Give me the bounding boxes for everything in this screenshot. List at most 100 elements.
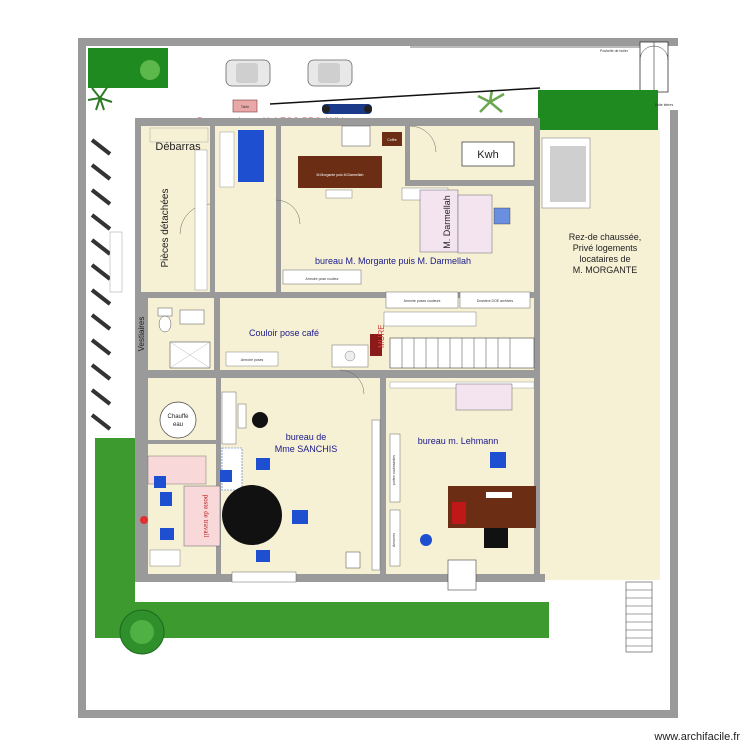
chair-icon [345, 551, 361, 569]
sink [179, 309, 205, 325]
chair-icon [252, 412, 268, 428]
room-rez: Rez-de chaussée, [569, 232, 642, 242]
room-debarras: Débarras [155, 141, 201, 153]
wardrobe [238, 130, 264, 182]
cabinet [385, 291, 459, 309]
stairs-icon [625, 581, 653, 653]
cabinet-label: Armoire poses [241, 358, 264, 362]
room-couloir: Couloir pose café [249, 328, 319, 338]
door-arc [409, 125, 437, 153]
poubelle-label: Poubelle de boiler [600, 49, 629, 53]
door-arc [339, 369, 365, 395]
window [231, 571, 297, 583]
shelf-label: portes coulissantes [392, 455, 396, 485]
lawn [95, 438, 135, 638]
cabinet [221, 391, 237, 445]
mure-box [370, 334, 382, 356]
cabinet-label: Armoire poses couleurs [404, 299, 441, 303]
room-bureau-morgante: bureau M. Morgante puis M. Darmellah [315, 256, 471, 266]
cabinet-label: Dossiers DOE archives [477, 299, 513, 303]
sink-basin [344, 350, 356, 362]
room-sanchis: Mme SANCHIS [275, 444, 338, 454]
coffre-label: Coffre [387, 138, 397, 142]
chair-icon [325, 189, 353, 199]
room-rez: Privé logements [573, 243, 638, 253]
desk [183, 485, 221, 547]
desk-label: M.Morgante puis M.Darmellah [317, 173, 364, 177]
desk [298, 156, 382, 188]
water-heater-label: eau [173, 422, 183, 428]
shelf [219, 131, 235, 188]
door [341, 125, 371, 147]
room-rez: M. MORGANTE [573, 265, 638, 275]
room-sanchis: bureau de [286, 432, 327, 442]
keyboard [486, 492, 512, 498]
coffre [382, 132, 402, 146]
chair-icon [154, 476, 166, 488]
chair-icon [220, 470, 232, 482]
desk [457, 194, 493, 254]
alarm-icon [140, 516, 148, 524]
mure-label: MURE [377, 324, 386, 348]
door [447, 559, 477, 591]
shelf [389, 433, 401, 503]
hedge [538, 90, 658, 130]
chair-icon [160, 492, 172, 506]
parking-sign [109, 231, 123, 293]
room-pieces: Pièces détachées [160, 189, 171, 268]
plant-icon [140, 60, 160, 80]
table [232, 99, 258, 113]
motorbike-icon [322, 104, 372, 114]
chair-icon [420, 534, 432, 546]
shelf [194, 149, 208, 291]
chair-icon [256, 550, 270, 562]
room-vestiaires: Vestiaires [137, 317, 146, 352]
shelf [149, 549, 181, 567]
toilet-icon [157, 307, 173, 333]
sofa [550, 146, 586, 202]
water-heater [159, 401, 197, 439]
meter-label: Kwh [477, 149, 498, 161]
cabinet [282, 269, 362, 285]
meter [461, 141, 515, 167]
cabinet [383, 311, 477, 327]
printer [452, 502, 466, 524]
cabinet [459, 291, 531, 309]
round-table-icon [222, 485, 282, 545]
room-lehmann: bureau m. Lehmann [418, 436, 499, 446]
desk-darmellah: M. Darmellah [442, 195, 452, 249]
chair-icon [160, 528, 174, 540]
tree-icon [130, 620, 154, 644]
cabinet-label: Armoire pose couleur [305, 277, 339, 281]
table-label: Table [241, 105, 249, 109]
room-rez: locataires de [579, 254, 630, 264]
shelf-label: Armoires [392, 533, 396, 547]
shelf [221, 447, 243, 491]
shelf [371, 419, 381, 571]
shelf [149, 127, 209, 143]
desk [455, 383, 513, 411]
cabinet [225, 351, 279, 367]
lawn [135, 602, 549, 638]
door-arc [275, 199, 301, 225]
car-icon [225, 59, 271, 87]
car-icon [307, 59, 353, 87]
chair-icon [292, 510, 308, 524]
plant-icon [477, 89, 505, 113]
shelf [389, 509, 401, 567]
shower-icon [169, 341, 211, 369]
chair-icon [256, 458, 270, 470]
driveway-line [269, 87, 541, 105]
plant-icon [87, 85, 113, 111]
shelf [237, 403, 247, 429]
chair-icon [490, 452, 506, 468]
water-heater-label: Chauffe [168, 414, 190, 420]
chair-icon [484, 528, 508, 548]
parking-stripes [90, 138, 112, 431]
watermark: www.archifacile.fr [653, 731, 740, 743]
stairs-icon [389, 337, 535, 369]
boite-label: Boite lettres [655, 103, 674, 107]
chair-icon [493, 207, 511, 225]
